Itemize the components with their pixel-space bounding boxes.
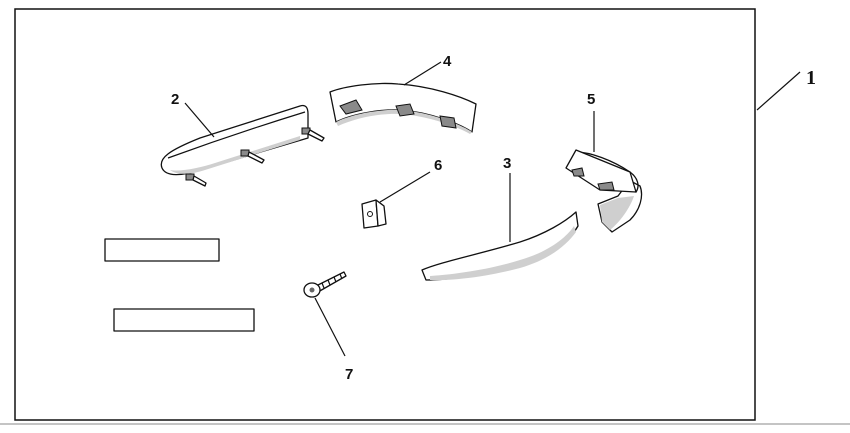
callout-line-6 bbox=[379, 171, 431, 203]
kit-frame bbox=[14, 8, 756, 421]
callout-3: 3 bbox=[503, 155, 511, 172]
callout-7: 7 bbox=[345, 366, 353, 383]
part-6-clip bbox=[361, 199, 387, 229]
tape-strip-lower bbox=[113, 308, 255, 332]
callout-6: 6 bbox=[434, 157, 442, 174]
callout-4: 4 bbox=[443, 53, 452, 70]
callout-line-4 bbox=[403, 61, 442, 86]
stud-bolt-3 bbox=[301, 127, 325, 142]
callout-2: 2 bbox=[171, 91, 179, 108]
stud-bolt-2 bbox=[240, 149, 265, 164]
tape-strip-upper bbox=[104, 238, 220, 262]
part-3-lower-strip bbox=[421, 211, 579, 281]
callout-line-7 bbox=[314, 297, 346, 357]
callout-5: 5 bbox=[587, 91, 595, 108]
part-2-spoiler-left bbox=[160, 104, 325, 187]
stud-bolt-1 bbox=[185, 173, 207, 187]
part-7-screw bbox=[303, 271, 347, 298]
callout-line-1 bbox=[756, 71, 801, 111]
part-4-spoiler-center bbox=[329, 82, 477, 134]
part-5-end-piece bbox=[565, 149, 643, 233]
callout-line-2 bbox=[184, 102, 215, 138]
callout-1: 1 bbox=[806, 67, 816, 89]
